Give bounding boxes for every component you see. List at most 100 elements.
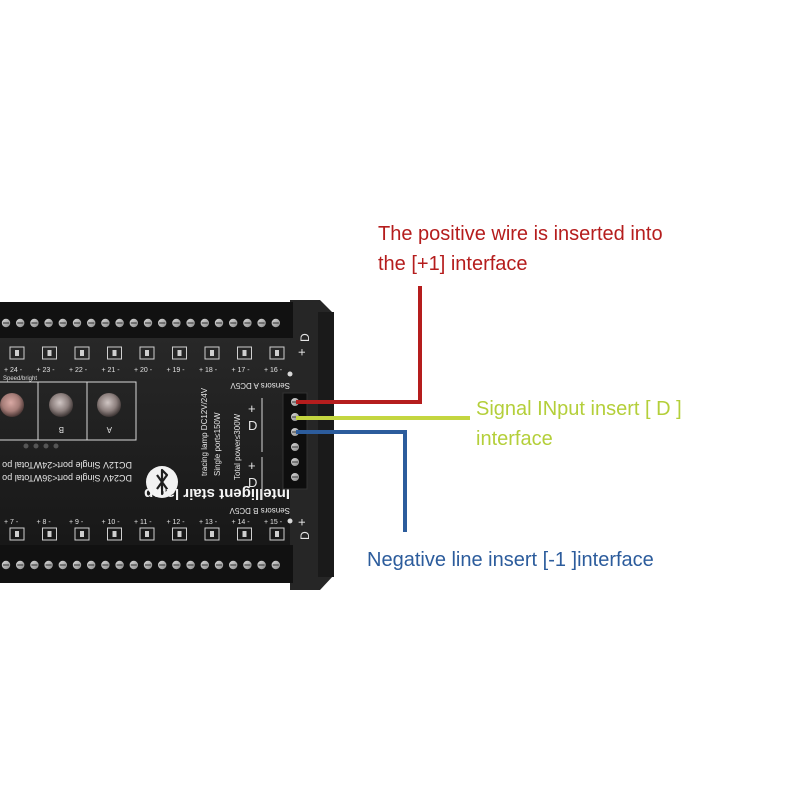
bottom-channel-pin [80,531,84,537]
top-channel-pin [47,350,52,356]
wire-group [296,286,470,532]
bottom-channel-label: + 11 - [134,519,152,526]
bottom-channel-label: + 8 - [37,519,52,526]
top-channel-label: + 22 - [69,367,88,374]
top-channel-labels: + 24 - + 23 - + 22 - + 21 - + 20 - + 19 - + 18… [4,367,283,374]
controller-board: + 24 - + 23 - + 22 - + 21 - + 20 - + 19 - + 18… [0,300,334,590]
button-a[interactable] [97,393,121,417]
port-b-plus: + [248,458,256,473]
bottom-channel-slot [204,527,220,541]
button-label-b: B [59,425,64,434]
bottom-channel-slot [269,527,285,541]
callout-signal-line2: interface [476,428,553,450]
single-port-label: Single port≤150W [213,412,222,476]
bottom-channel-label: + 14 - [232,519,251,526]
callout-signal-line1: Signal INput insert [ D ] [476,398,682,420]
top-channel-slot [237,346,252,360]
top-channel-slot [107,346,122,360]
sensor-a-label: Sensors A DC5V [230,381,290,390]
mount-dot [287,518,293,524]
top-channel-pin [112,350,117,356]
bottom-channel-pin [112,531,117,537]
led-dot [53,443,59,449]
top-channel-slot [9,346,25,360]
brand-title: Intelligent stair lamp [144,485,290,502]
bottom-channel-slot [42,527,57,541]
top-channel-pin [242,350,247,356]
bottom-channel-pin [275,531,279,537]
top-screws-group [1,318,280,328]
speed-label: Speed/bright [3,376,37,382]
button-c[interactable] [0,393,24,417]
callout-signal: Signal INput insert [ D ] interface [476,394,682,454]
bottom-channel-label: + 12 - [167,519,186,526]
board-right-edge [318,312,334,577]
bottom-channel-slot [74,527,90,541]
bottom-channel-slot [139,527,155,541]
port-b-d: D [248,475,257,490]
top-channel-pin [177,350,182,356]
top-channel-slot [139,346,155,360]
top-channel-slot [172,346,187,360]
spec-line-1: DC12V Single port<24WTotal po [2,460,132,470]
bottom-channel-label: + 7 - [4,519,19,526]
top-channel-slot [42,346,57,360]
bottom-channel-pin [242,531,247,537]
led-dot [43,443,49,449]
top-channel-pin [210,350,214,356]
bottom-channel-pin [47,531,52,537]
flange-bottom-d: D [298,531,312,540]
top-channel-label: + 21 - [102,367,121,374]
negative-wire [296,430,407,532]
mount-dot [287,371,293,377]
board-body [0,308,323,582]
flange-top-plus: + [294,348,309,356]
top-channel-pin [145,350,149,356]
top-channel-slots [9,346,285,360]
flange-top-d: D [298,333,312,342]
callout-positive-line1: The positive wire is inserted into [378,223,663,245]
bottom-channel-pin [210,531,214,537]
bottom-channel-slot [9,527,25,541]
positive-wire [296,286,422,404]
led-dot [23,443,29,449]
bottom-channel-label: + 9 - [69,519,84,526]
bottom-channel-labels: + 7 -+ 8 -+ 9 -+ 10 -+ 11 -+ 12 -+ 13 -+… [4,519,283,526]
callout-positive: The positive wire is inserted into the [… [378,219,663,279]
spec-line-2: DC24V Single port<36WTotal po [2,473,132,483]
port-a-d: D [248,418,257,433]
top-channel-slot [204,346,220,360]
top-channel-label: + 17 - [232,367,251,374]
bluetooth-icon [156,468,169,496]
bottom-channel-label: + 15 - [264,519,283,526]
bottom-channel-slot [107,527,122,541]
bottom-channel-pin [177,531,182,537]
callout-negative-line1: Negative line insert [-1 ]interface [367,549,654,571]
port-a-plus: + [248,401,256,416]
top-channel-pin [80,350,84,356]
bottom-channel-slots [9,527,285,541]
top-channel-slot [269,346,285,360]
led-dot [33,443,39,449]
top-channel-label: + 20 - [134,367,153,374]
top-channel-label: + 24 - [4,367,23,374]
callout-positive-line2: the [+1] interface [378,253,528,275]
bottom-channel-slot [237,527,252,541]
top-channel-label: + 23 - [37,367,56,374]
top-channel-pin [15,350,19,356]
top-channel-label: + 16 - [264,367,283,374]
bottom-channel-pin [145,531,149,537]
top-channel-label: + 19 - [167,367,186,374]
sensor-b-label: Sensors B DC5V [229,506,290,515]
top-channel-label: + 18 - [199,367,218,374]
button-b[interactable] [49,393,73,417]
flange-bottom-plus: + [294,518,309,526]
total-power-label: Total power≤300W [233,413,242,480]
bottom-channel-label: + 10 - [102,519,121,526]
bottom-channel-slot [172,527,187,541]
button-panel-frame [0,381,137,441]
top-channel-pin [275,350,279,356]
button-label-a: A [106,425,112,434]
top-channel-slot [74,346,90,360]
